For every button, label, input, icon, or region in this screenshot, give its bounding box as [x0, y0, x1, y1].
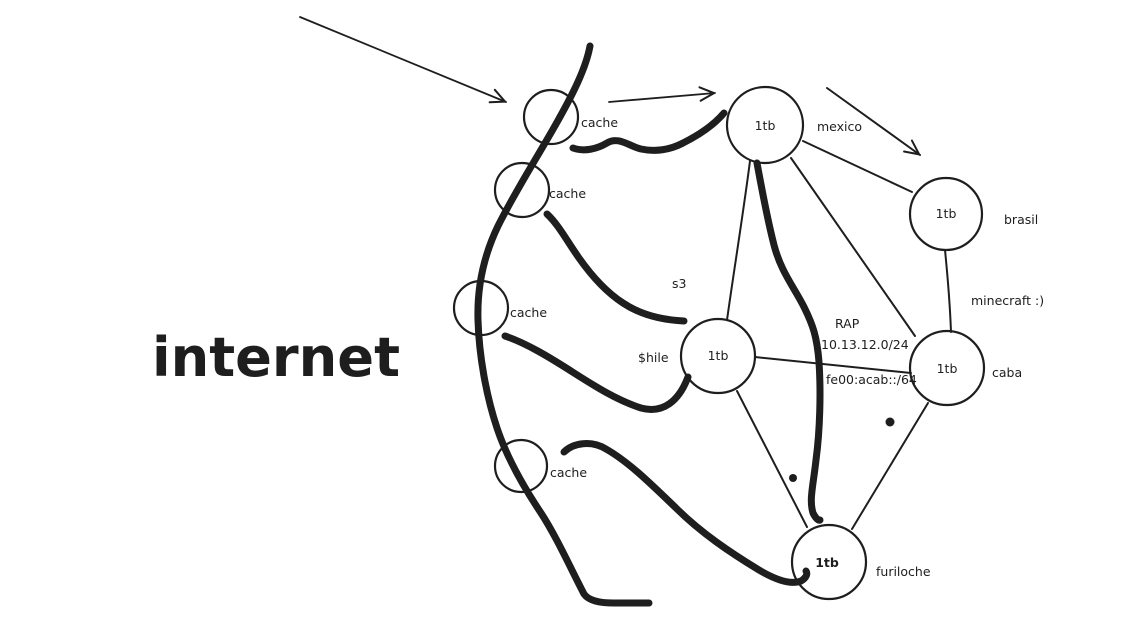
caba-node-label: caba: [992, 365, 1022, 380]
thick-link-cache-4-furiloche: [560, 440, 811, 586]
storage-node-mexico: [725, 85, 805, 165]
arrow-internet-to-cache-1: [299, 16, 507, 104]
link-caba-furiloche: [851, 402, 929, 530]
arrow-mexico-to-brasil: [826, 87, 921, 156]
thick-link-cache-2-s3: [543, 210, 688, 325]
internet-title: internet: [152, 326, 400, 389]
link-chile-furiloche: [736, 390, 808, 528]
storage-node-caba: [908, 329, 986, 407]
ipv4-subnet-label: 10.13.12.0/24: [821, 337, 909, 352]
mexico-capacity-label: 1tb: [755, 118, 776, 133]
chile-node-label: $hile: [638, 350, 669, 365]
brasil-node-label: brasil: [1004, 212, 1038, 227]
minecraft-annotation: minecraft :): [971, 293, 1044, 308]
mexico-node-label: mexico: [817, 119, 862, 134]
storage-node-furiloche: [790, 523, 868, 601]
furiloche-node-label: furiloche: [876, 564, 931, 579]
brasil-capacity-label: 1tb: [936, 206, 957, 221]
thick-link-cache-3-chile: [501, 332, 692, 413]
s3-annotation: s3: [672, 276, 686, 291]
chile-capacity-label: 1tb: [708, 348, 729, 363]
cache-node-4-label: cache: [550, 465, 587, 480]
ipv6-subnet-label: fe00:acab::/64: [826, 372, 917, 387]
furiloche-capacity-label: 1tb: [815, 555, 839, 570]
dot-marker-2: [789, 474, 797, 482]
internet-boundary-curve: [474, 42, 653, 607]
thick-link-cache-1-mexico: [569, 109, 728, 154]
arrow-cache-1-to-mexico: [608, 86, 716, 103]
caba-capacity-label: 1tb: [937, 361, 958, 376]
link-chile-caba: [754, 356, 912, 374]
cache-node-2-label: cache: [549, 186, 586, 201]
link-mexico-chile: [726, 160, 751, 321]
cache-node-3-label: cache: [510, 305, 547, 320]
link-brasil-caba: [944, 249, 952, 333]
rap-network-label: RAP: [835, 316, 860, 331]
cache-node-1-label: cache: [581, 115, 618, 130]
link-mexico-brasil: [802, 140, 913, 193]
link-mexico-caba: [790, 157, 916, 337]
thick-link-mexico-furiloche: [753, 159, 824, 524]
dot-marker-1: [885, 417, 895, 427]
